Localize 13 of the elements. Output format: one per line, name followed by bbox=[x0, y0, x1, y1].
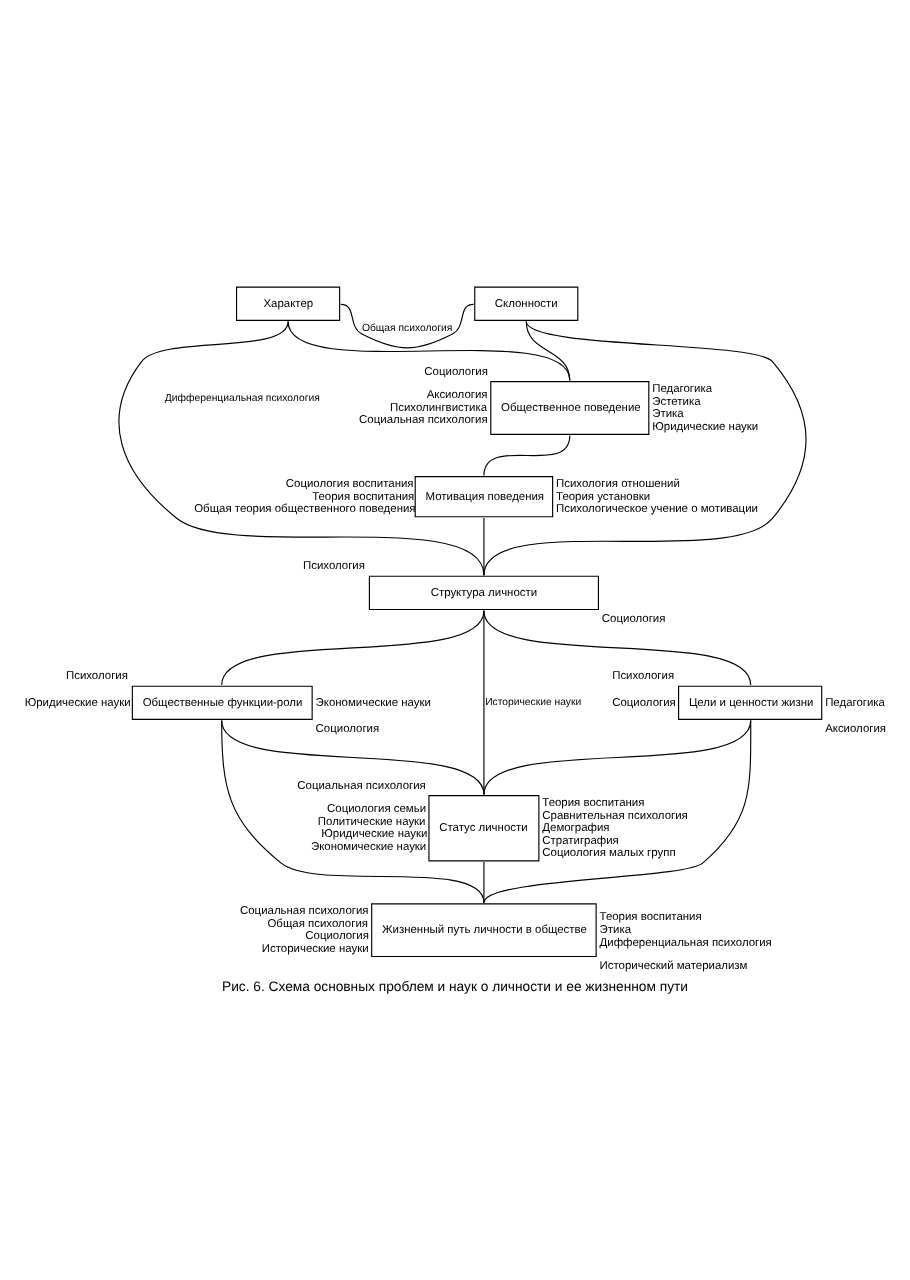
connector bbox=[287, 319, 571, 381]
connector bbox=[340, 302, 475, 348]
connector bbox=[483, 719, 752, 903]
connector bbox=[483, 433, 571, 476]
connector bbox=[118, 319, 485, 575]
connector bbox=[221, 719, 485, 794]
connector bbox=[483, 719, 752, 794]
connector bbox=[525, 319, 571, 381]
connector bbox=[221, 719, 485, 903]
connector bbox=[483, 609, 485, 794]
connector bbox=[483, 319, 807, 575]
connector bbox=[483, 860, 485, 903]
connector bbox=[483, 516, 485, 575]
